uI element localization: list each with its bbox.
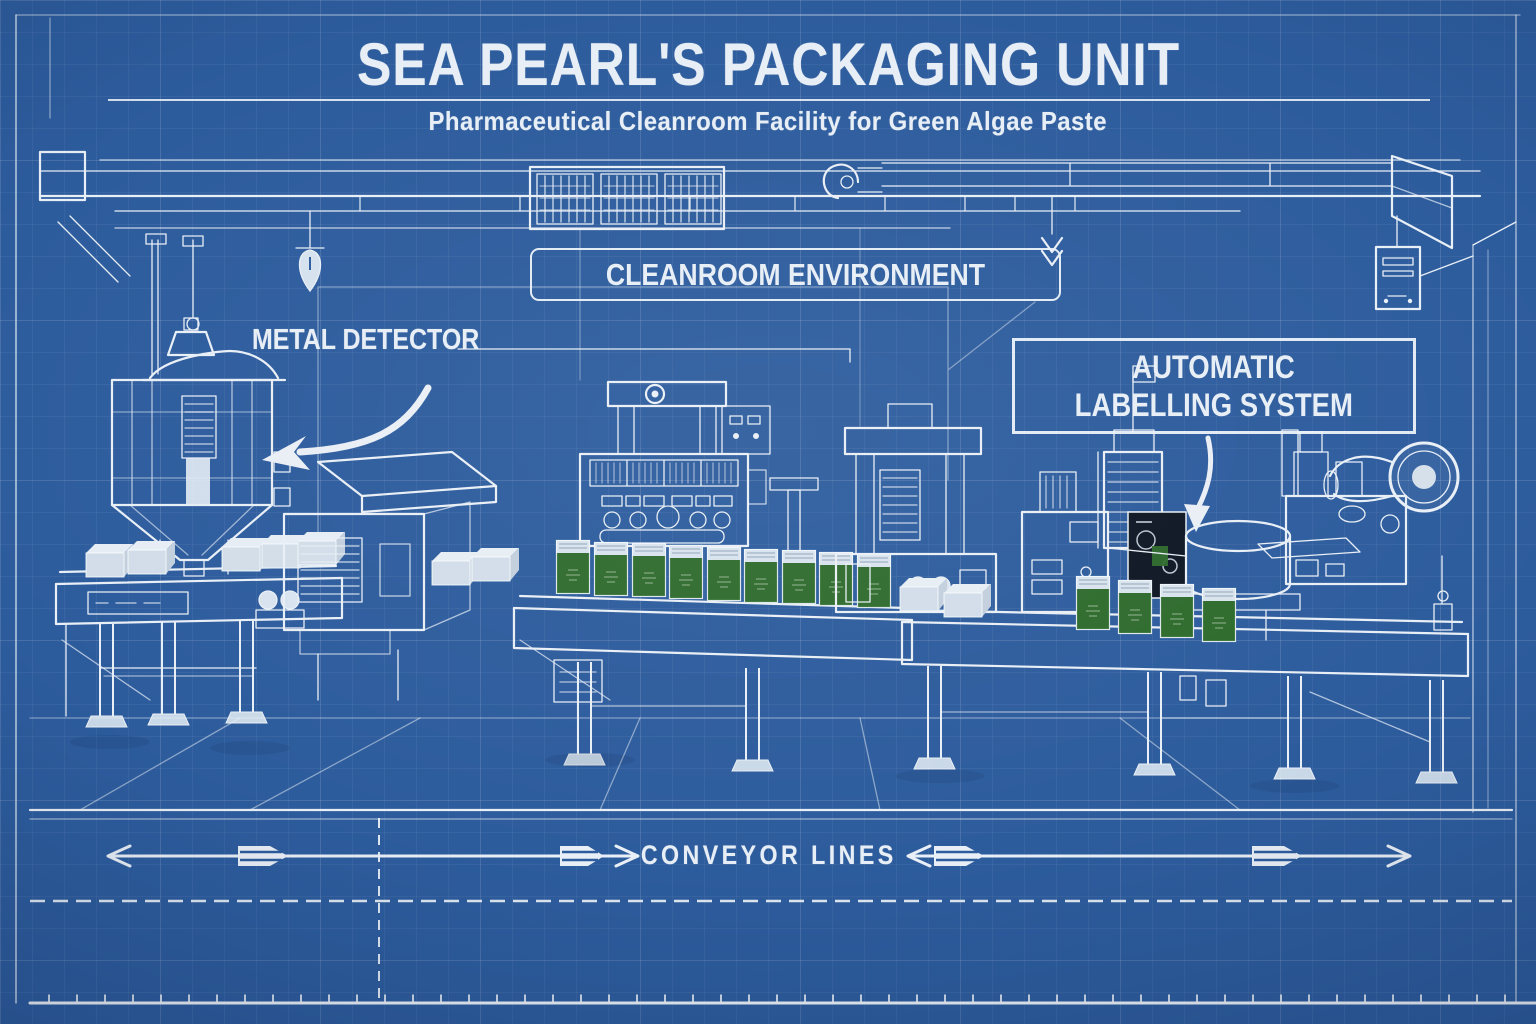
page-title: SEA PEARL'S PACKAGING UNIT bbox=[0, 30, 1536, 99]
labelling-label-line1: AUTOMATIC bbox=[1132, 349, 1296, 385]
metal-detector-arrow-icon bbox=[262, 348, 851, 470]
automatic-labelling-label-box: AUTOMATIC LABELLING SYSTEM bbox=[1012, 338, 1416, 434]
carton-boxes bbox=[85, 531, 520, 586]
page-title-text: SEA PEARL'S PACKAGING UNIT bbox=[356, 31, 1180, 98]
reel-machine bbox=[1257, 429, 1460, 631]
frame-borders bbox=[15, 14, 1521, 1004]
center-conveyor bbox=[512, 594, 914, 772]
labelling-label-line2: LABELLING SYSTEM bbox=[1074, 387, 1354, 423]
hopper-machine bbox=[110, 233, 291, 577]
page-subtitle: Pharmaceutical Cleanroom Facility for Gr… bbox=[0, 106, 1536, 137]
ceiling-structure bbox=[38, 150, 1517, 813]
title-divider bbox=[108, 99, 1430, 101]
conveyor-dimension-left-icon bbox=[106, 844, 640, 868]
conveyor-lines-label: CONVEYOR LINES bbox=[640, 840, 897, 870]
wall-panel bbox=[1374, 215, 1474, 311]
construction-lines bbox=[28, 818, 1536, 1005]
ceiling-vent-grilles bbox=[528, 165, 726, 231]
hanging-sensor-icon bbox=[295, 210, 325, 293]
metal-detector-label: METAL DETECTOR bbox=[252, 324, 480, 356]
left-conveyor bbox=[54, 564, 344, 728]
conveyor-dimension-right-icon bbox=[906, 844, 1412, 868]
labelling-arrow-icon bbox=[1184, 435, 1214, 532]
page-subtitle-text: Pharmaceutical Cleanroom Facility for Gr… bbox=[428, 106, 1108, 136]
cleanroom-environment-label-box: CLEANROOM ENVIRONMENT bbox=[530, 248, 1061, 301]
metal-detector-machine bbox=[282, 450, 498, 701]
labelling-machine bbox=[1020, 365, 1301, 641]
floor-lines bbox=[28, 717, 1514, 820]
cleanroom-partition bbox=[317, 286, 1036, 561]
control-panel-machine bbox=[578, 380, 819, 561]
cleanroom-environment-label: CLEANROOM ENVIRONMENT bbox=[605, 256, 986, 292]
right-conveyor bbox=[899, 577, 1470, 784]
